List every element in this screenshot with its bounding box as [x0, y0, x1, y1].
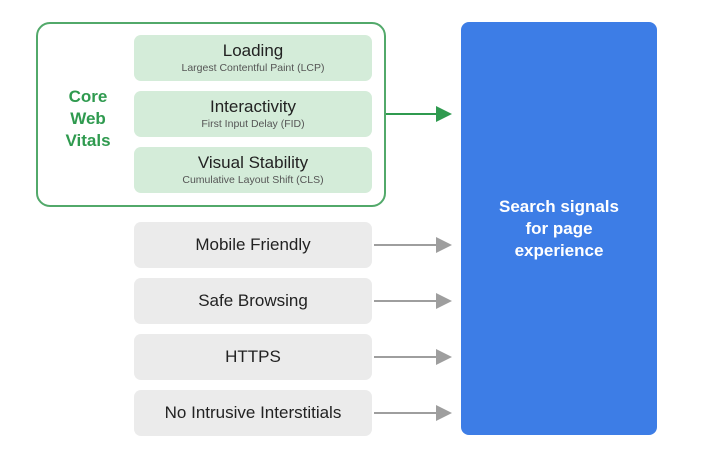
vital-visual-stability-box: Visual Stability Cumulative Layout Shift… — [134, 147, 372, 193]
search-signals-target-box — [461, 22, 657, 435]
target-label-line: Search signals — [498, 197, 619, 216]
core-web-vitals-group — [36, 22, 386, 207]
vital-visual-stability-subtitle: Cumulative Layout Shift (CLS) — [182, 174, 324, 186]
signal-https-box: HTTPS — [134, 334, 372, 380]
vital-interactivity-subtitle: First Input Delay (FID) — [201, 118, 305, 130]
core-web-vitals-label-line: Core — [68, 87, 108, 106]
signal-mobile-friendly-box: Mobile Friendly — [134, 222, 372, 268]
core-web-vitals-label-line: Vitals — [65, 131, 111, 150]
vital-interactivity-box: Interactivity First Input Delay (FID) — [134, 91, 372, 137]
search-signals-target-label: Search signals for page experience — [470, 196, 648, 262]
signal-no-intrusive-interstitials-box: No Intrusive Interstitials — [134, 390, 372, 436]
target-label-line: experience — [514, 241, 604, 260]
core-web-vitals-label-line: Web — [70, 109, 106, 128]
vital-visual-stability-title: Visual Stability — [197, 153, 309, 172]
vital-interactivity-title: Interactivity — [210, 97, 296, 116]
target-label-line: for page — [525, 219, 593, 238]
core-web-vitals-label: Core Web Vitals — [50, 86, 126, 152]
signal-safe-browsing-box: Safe Browsing — [134, 278, 372, 324]
vital-loading-subtitle: Largest Contentful Paint (LCP) — [181, 62, 325, 74]
vital-loading-title: Loading — [222, 41, 284, 60]
vital-loading-box: Loading Largest Contentful Paint (LCP) — [134, 35, 372, 81]
